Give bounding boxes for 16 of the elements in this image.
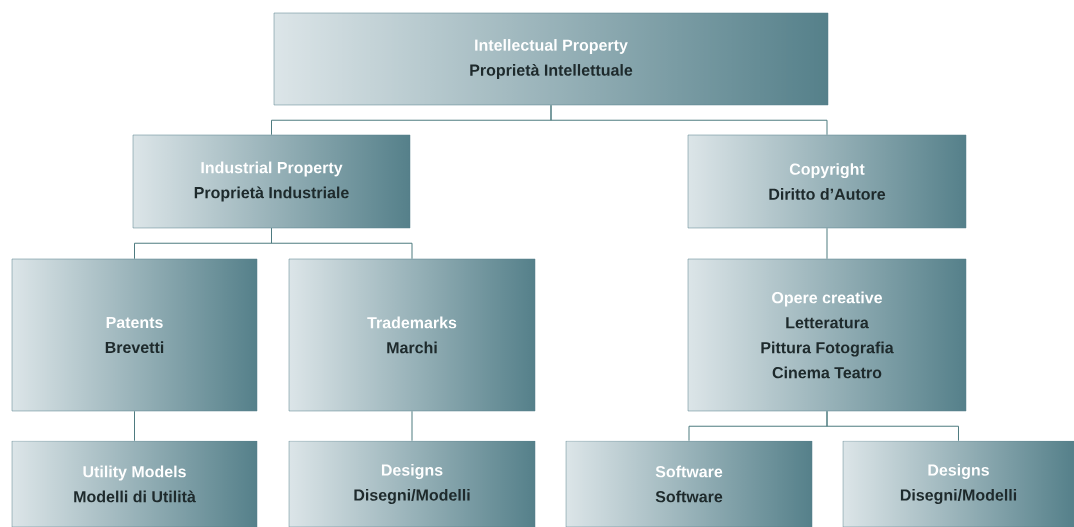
- category-box: Patents Brevetti: [11, 258, 258, 412]
- category-box: Software Software: [565, 440, 813, 527]
- connector-line: [271, 227, 413, 260]
- category-box: Opere creative Letteratura Pittura Fotografia Cinema Teatro: [687, 258, 967, 412]
- connector-line: [826, 410, 959, 442]
- category-box: Designs Disegni/Modelli: [842, 440, 1074, 527]
- category-box: Designs Disegni/Modelli: [288, 440, 536, 527]
- connector-line: [550, 104, 828, 136]
- connector-line: [826, 227, 828, 260]
- category-box: Intellectual Property Proprietà Intellettuale: [273, 12, 829, 106]
- category-box: Industrial Property Proprietà Industriale: [132, 134, 411, 229]
- category-box: Utility Models Modelli di Utilità: [11, 440, 258, 527]
- category-box: Copyright Diritto d’Autore: [687, 134, 967, 229]
- connector-line: [411, 410, 413, 442]
- category-box: Trademarks Marchi: [288, 258, 536, 412]
- connector-line: [134, 410, 135, 442]
